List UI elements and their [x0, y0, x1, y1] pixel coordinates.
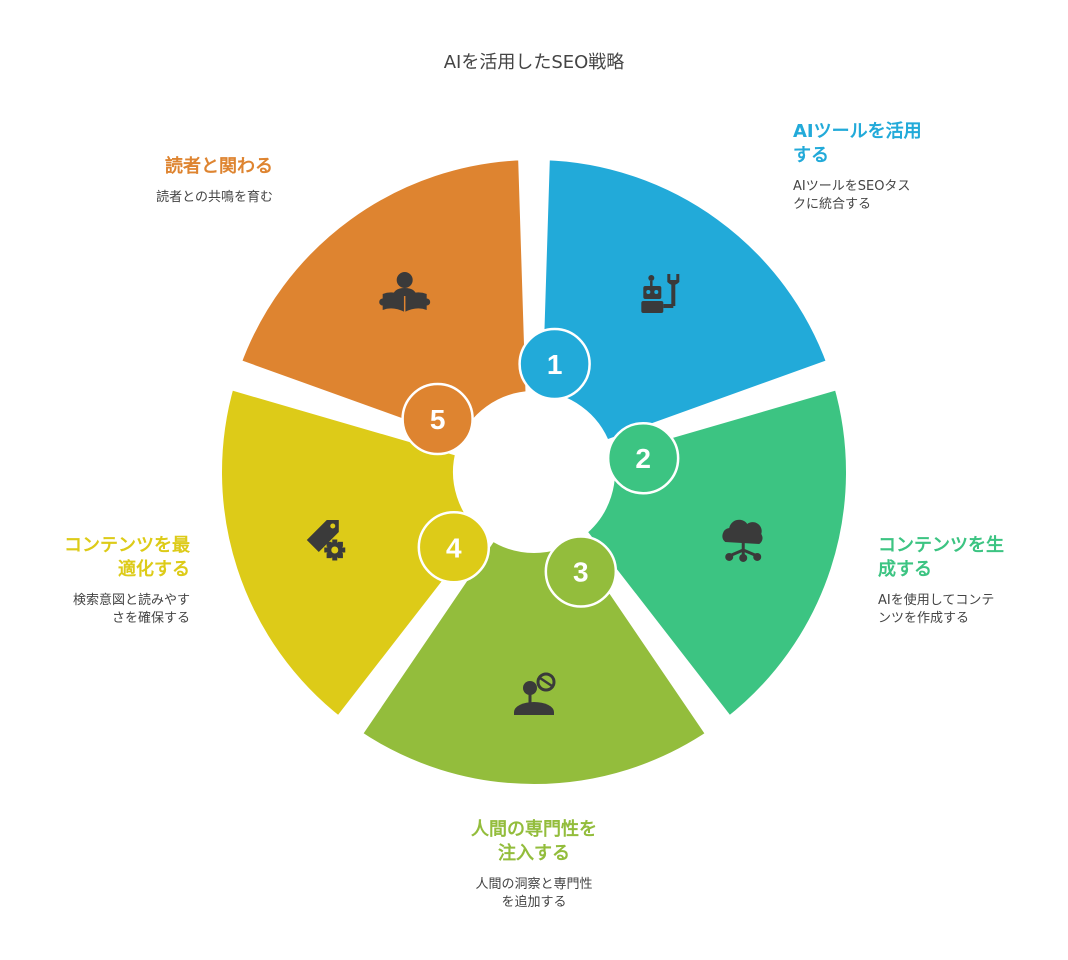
reader-icon	[379, 272, 431, 313]
segment-3-badge: 3	[544, 535, 618, 608]
segment-2-number: 2	[635, 443, 651, 474]
segment-4-description: 検索意図と読みやす さを確保する	[72, 593, 190, 626]
segment-5-number: 5	[430, 404, 446, 435]
segment-1-description: AIツールをSEOタス クに統合する	[793, 179, 911, 212]
segment-4-label: コンテンツを最 適化する 検索意図と読みやす さを確保する	[20, 534, 190, 628]
segment-3-heading: 人間の専門性を 注入する	[471, 819, 597, 864]
segment-2-label: コンテンツを生 成する AIを使用してコンテ ンツを作成する	[878, 534, 1058, 628]
segment-3-label: 人間の専門性を 注入する 人間の洞察と専門性 を追加する	[434, 818, 634, 912]
segment-5-heading: 読者と関わる	[165, 156, 273, 177]
segment-5-badge: 5	[401, 382, 474, 456]
segment-4-badge: 4	[417, 511, 491, 584]
segment-4-wedge	[210, 377, 495, 730]
segment-1-badge: 1	[518, 327, 591, 401]
segment-2-heading: コンテンツを生 成する	[878, 535, 1004, 580]
segment-5-label: 読者と関わる 読者との共鳴を育む	[60, 155, 273, 207]
segment-4-number: 4	[446, 532, 462, 563]
segment-2-description: AIを使用してコンテ ンツを作成する	[878, 593, 995, 626]
segment-3-wedge	[349, 528, 719, 796]
satellite-dish-icon	[514, 672, 556, 715]
cloud-network-icon	[722, 519, 763, 562]
segment-1-heading: AIツールを活用 する	[793, 121, 922, 166]
segment-4-heading: コンテンツを最 適化する	[64, 535, 190, 580]
segment-1-wedge	[530, 148, 840, 453]
page-title: AIを活用したSEO戦略	[443, 52, 625, 73]
segment-3-number: 3	[573, 557, 589, 588]
tag-gear-icon	[306, 519, 346, 561]
robot-wrench-icon	[641, 274, 680, 314]
segment-2-badge: 2	[606, 421, 680, 495]
segment-1-number: 1	[547, 349, 563, 380]
segment-5-description: 読者との共鳴を育む	[156, 190, 273, 205]
segment-1-label: AIツールを活用 する AIツールをSEOタス クに統合する	[793, 120, 993, 214]
segment-3-description: 人間の洞察と専門性 を追加する	[475, 877, 593, 910]
